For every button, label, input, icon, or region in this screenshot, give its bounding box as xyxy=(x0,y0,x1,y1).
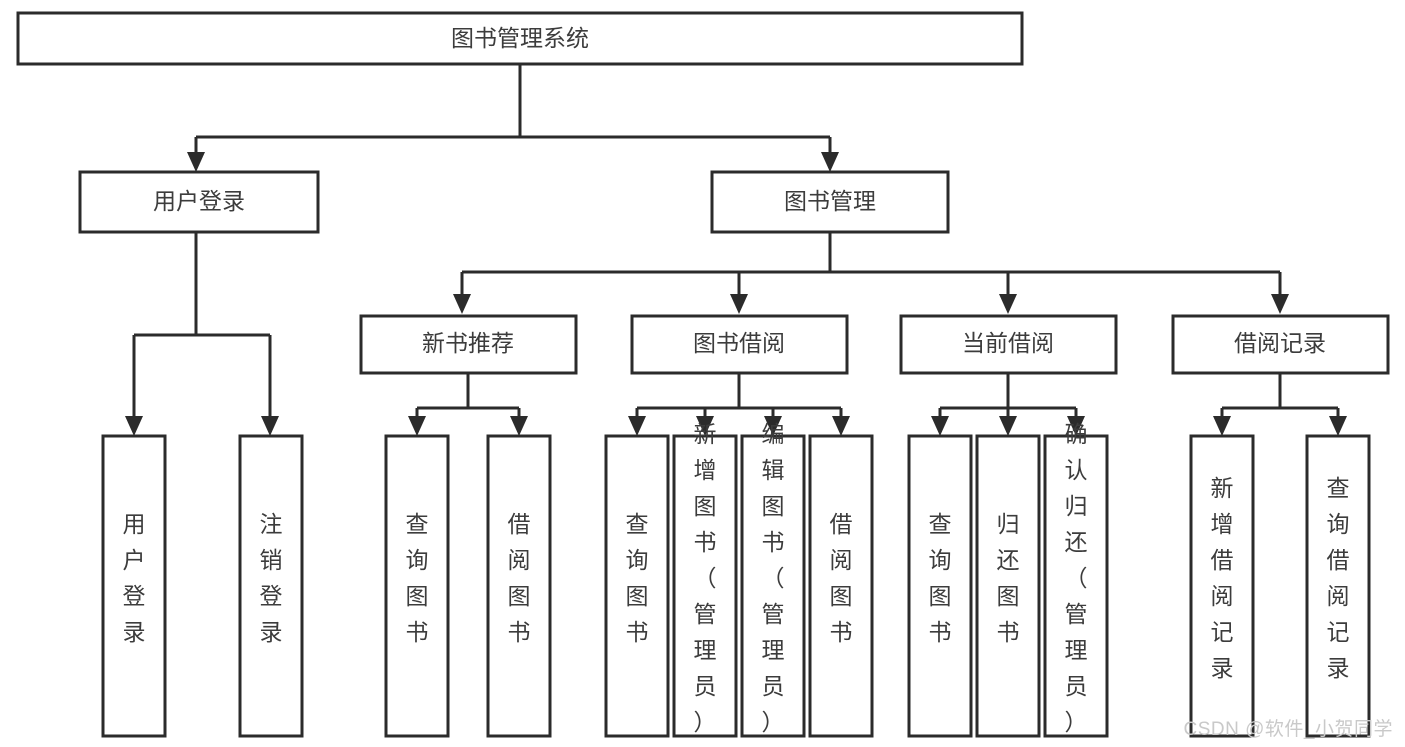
node-current-borrow-label: 当前借阅 xyxy=(962,330,1054,356)
node-leaf-edit-book[interactable]: 编辑图书（管理员） xyxy=(740,421,806,738)
node-leaf-confirm-return-label: 确认归还（管理员） xyxy=(1065,421,1088,735)
node-leaf-query-borrow-record-label: 查询借阅记录 xyxy=(1327,475,1350,681)
node-leaf-query-book-2[interactable]: 查询图书 xyxy=(604,434,670,738)
arrow-head-borrow-record xyxy=(1271,294,1289,314)
node-user-login-box[interactable] xyxy=(78,170,320,234)
arrow-head-leaf-user-login xyxy=(125,416,143,436)
node-borrow-record[interactable]: 借阅记录 xyxy=(1171,314,1390,375)
node-leaf-query-book-2-box[interactable] xyxy=(604,434,670,738)
arrow-head-leaf-query-book-2 xyxy=(628,416,646,436)
arrow-head-leaf-borrow-book-1 xyxy=(510,416,528,436)
node-book-manage-label: 图书管理 xyxy=(784,188,876,214)
node-leaf-add-book-box[interactable] xyxy=(672,434,738,738)
node-leaf-add-borrow-record-label: 新增借阅记录 xyxy=(1211,475,1234,681)
node-leaf-edit-book-label: 编辑图书（管理员） xyxy=(762,421,785,735)
node-current-borrow[interactable]: 当前借阅 xyxy=(899,314,1118,375)
node-book-borrow[interactable]: 图书借阅 xyxy=(630,314,849,375)
node-book-borrow-box[interactable] xyxy=(630,314,849,375)
connector-group-book-manage-to-level3 xyxy=(453,232,1289,314)
node-leaf-add-book-label: 新增图书（管理员） xyxy=(694,421,717,735)
node-root[interactable]: 图书管理系统 xyxy=(16,11,1024,66)
connector-group-new-book-recommend-to-leaves xyxy=(408,373,528,436)
csdn-watermark: CSDN @软件_小贺同学 xyxy=(1183,719,1393,740)
node-leaf-user-login-box[interactable] xyxy=(101,434,167,738)
connector-group-user-login-to-leaves xyxy=(125,232,279,436)
node-leaf-query-book-2-label: 查询图书 xyxy=(626,511,649,645)
node-leaf-add-book[interactable]: 新增图书（管理员） xyxy=(672,421,738,738)
arrow-head-leaf-query-book-1 xyxy=(408,416,426,436)
connector-group-borrow-record-to-leaves xyxy=(1213,373,1347,436)
node-leaf-borrow-book-2[interactable]: 借阅图书 xyxy=(808,434,874,738)
connector-group-root-to-level2 xyxy=(187,64,839,172)
node-leaf-borrow-book-1-label: 借阅图书 xyxy=(508,511,531,645)
node-borrow-record-label: 借阅记录 xyxy=(1234,330,1326,356)
arrow-head-leaf-add-borrow-record xyxy=(1213,416,1231,436)
node-leaf-user-login[interactable]: 用户登录 xyxy=(101,434,167,738)
node-leaf-user-login-label: 用户登录 xyxy=(123,511,146,645)
node-leaf-query-borrow-record-box[interactable] xyxy=(1305,434,1371,738)
node-root-box[interactable] xyxy=(16,11,1024,66)
node-leaf-logout-login-label: 注销登录 xyxy=(260,511,283,645)
arrow-head-leaf-query-borrow-record xyxy=(1329,416,1347,436)
node-leaf-logout-login[interactable]: 注销登录 xyxy=(238,434,304,738)
arrow-head-current-borrow xyxy=(999,294,1017,314)
arrow-head-leaf-logout-login xyxy=(261,416,279,436)
node-book-manage[interactable]: 图书管理 xyxy=(710,170,950,234)
arrow-head-leaf-borrow-book-2 xyxy=(832,416,850,436)
node-root-label: 图书管理系统 xyxy=(451,25,589,51)
connector-group-current-borrow-to-leaves xyxy=(931,373,1085,436)
node-leaf-query-book-3-label: 查询图书 xyxy=(929,511,952,645)
node-leaf-confirm-return[interactable]: 确认归还（管理员） xyxy=(1043,421,1109,738)
node-leaf-return-book[interactable]: 归还图书 xyxy=(975,434,1041,738)
node-leaf-query-book-3[interactable]: 查询图书 xyxy=(907,434,973,738)
node-leaf-query-book-3-box[interactable] xyxy=(907,434,973,738)
arrow-head-user-login xyxy=(187,152,205,172)
node-leaf-add-borrow-record-box[interactable] xyxy=(1189,434,1255,738)
node-leaf-edit-book-box[interactable] xyxy=(740,434,806,738)
node-leaf-return-book-box[interactable] xyxy=(975,434,1041,738)
arrow-head-book-manage xyxy=(821,152,839,172)
node-leaf-confirm-return-box[interactable] xyxy=(1043,434,1109,738)
node-borrow-record-box[interactable] xyxy=(1171,314,1390,375)
node-new-book-recommend[interactable]: 新书推荐 xyxy=(359,314,578,375)
node-leaf-borrow-book-2-label: 借阅图书 xyxy=(830,511,853,645)
arrow-head-book-borrow xyxy=(730,294,748,314)
arrow-head-leaf-query-book-3 xyxy=(931,416,949,436)
node-new-book-recommend-label: 新书推荐 xyxy=(422,330,514,356)
node-current-borrow-box[interactable] xyxy=(899,314,1118,375)
node-leaf-return-book-label: 归还图书 xyxy=(997,511,1020,645)
node-leaf-borrow-book-2-box[interactable] xyxy=(808,434,874,738)
node-book-borrow-label: 图书借阅 xyxy=(693,330,785,356)
arrow-head-new-book-recommend xyxy=(453,294,471,314)
node-leaf-add-borrow-record[interactable]: 新增借阅记录 xyxy=(1189,434,1255,738)
node-leaf-query-book-1-label: 查询图书 xyxy=(406,511,429,645)
node-leaf-query-book-1-box[interactable] xyxy=(384,434,450,738)
node-leaf-borrow-book-1[interactable]: 借阅图书 xyxy=(486,434,552,738)
node-user-login-label: 用户登录 xyxy=(153,188,245,214)
node-leaf-query-book-1[interactable]: 查询图书 xyxy=(384,434,450,738)
node-leaf-borrow-book-1-box[interactable] xyxy=(486,434,552,738)
node-leaf-logout-login-box[interactable] xyxy=(238,434,304,738)
node-new-book-recommend-box[interactable] xyxy=(359,314,578,375)
arrow-head-leaf-return-book xyxy=(999,416,1017,436)
node-leaf-query-borrow-record[interactable]: 查询借阅记录 xyxy=(1305,434,1371,738)
node-book-manage-box[interactable] xyxy=(710,170,950,234)
node-user-login[interactable]: 用户登录 xyxy=(78,170,320,234)
connector-group-book-borrow-to-leaves xyxy=(628,373,850,436)
